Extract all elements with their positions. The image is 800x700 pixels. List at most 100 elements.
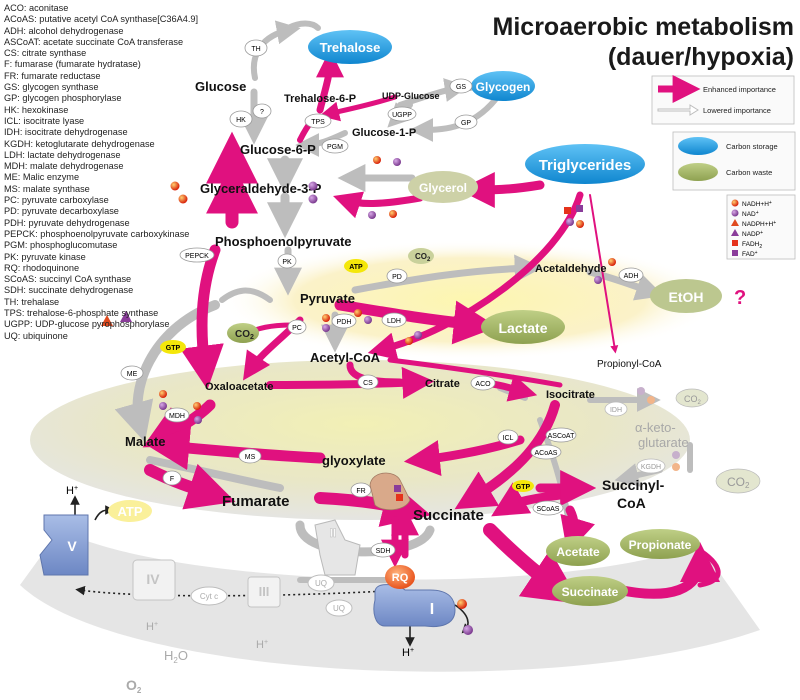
abbreviation-item: F: fumarase (fumarate hydratase): [4, 59, 141, 70]
nadh-sphere: [322, 314, 330, 322]
glycogen-oval: [471, 71, 535, 101]
svg-text:HK: HK: [236, 117, 246, 124]
nadh-sphere: [170, 181, 180, 191]
legend-lowered-label: Lowered importance: [703, 106, 771, 115]
gtp-pepck-badge: [160, 340, 186, 354]
uq-label-2: UQ: [333, 604, 345, 613]
complex-iii-shape: [247, 576, 281, 608]
svg-text:TH: TH: [251, 46, 260, 53]
h-plus-iii: H+: [256, 639, 268, 651]
isocitrate-label: Isocitrate: [546, 389, 595, 401]
legend-nadph-label: NADPH+H+: [742, 220, 776, 228]
enzyme-fr: FR: [350, 482, 372, 498]
udp-glucose-label: UDP-Glucose: [382, 91, 440, 101]
triglycerides-oval: [525, 144, 645, 184]
svg-text:ADH: ADH: [624, 273, 639, 280]
enzyme-aco: ACO: [470, 375, 496, 391]
abbreviation-item: ACO: aconitase: [4, 3, 69, 13]
trehalose-label: Trehalose: [320, 40, 381, 55]
legend-glyphs: Enhanced importance Lowered importance C…: [651, 75, 796, 260]
citrate-label: Citrate: [425, 378, 460, 390]
cofactor-spheres: [101, 156, 680, 635]
complex-v: V: [39, 514, 89, 576]
complex-ii-shape: [314, 519, 361, 576]
complex-i-label: I: [430, 601, 434, 618]
glycogen-label: Glycogen: [476, 80, 531, 94]
nadh-sphere: [672, 463, 680, 471]
svg-text:PGM: PGM: [327, 144, 343, 151]
enzyme-pepck: PEPCK: [179, 247, 215, 263]
enzyme-acoas: ACoAS: [530, 444, 562, 460]
nad-sphere: [194, 416, 202, 424]
arrow-pyruvate-lactate: [334, 299, 498, 345]
nadh-sphere: [457, 599, 467, 609]
abbreviation-item: SDH: succinate dehydrogenase: [4, 285, 134, 296]
svg-text:KGDH: KGDH: [641, 464, 661, 471]
abbreviation-item: MDH: malate dehydrogenase: [4, 161, 124, 172]
svg-text:PC: PC: [292, 325, 302, 332]
nadh-sphere: [193, 402, 201, 410]
svg-text:ME: ME: [127, 371, 138, 378]
abbreviation-item: PEPCK: phosphoenolpyruvate carboxykinase: [4, 228, 190, 239]
abbreviation-item: MS: malate synthase: [4, 183, 90, 194]
nad-sphere: [393, 158, 401, 166]
svg-text:MS: MS: [245, 454, 256, 461]
h-plus-i: H+: [402, 647, 414, 659]
svg-text:F: F: [170, 476, 174, 483]
succinylcoa-label-2: CoA: [617, 495, 646, 511]
enzyme-ms: MS: [238, 448, 262, 464]
arrow-succinylcoa-acetate: [560, 505, 595, 554]
enzyme-pdh: PDH: [331, 313, 357, 329]
svg-text:PEPCK: PEPCK: [185, 253, 209, 260]
abbreviation-item: ASCoAT: acetate succinate CoA transferas…: [4, 36, 184, 47]
enzyme-pc: PC: [287, 319, 307, 335]
abbreviation-item: PGM: phosphoglucomutase: [4, 240, 118, 251]
legend-storage-oval: [678, 137, 718, 155]
atp-pk-badge: [344, 259, 368, 273]
diagram-title: Microaerobic metabolism (dauer/hypoxia): [464, 12, 794, 72]
etoh-question: ?: [734, 287, 746, 309]
pyruvate-label: Pyruvate: [300, 291, 355, 306]
rq-label: RQ: [392, 572, 409, 584]
abbreviation-item: ME: Malic enzyme: [4, 172, 80, 183]
enzyme-badges: TH HK ? TPS PGM UGPP GS GP PEPCK PK PD A…: [120, 39, 666, 558]
complex-ii-label: II: [330, 526, 337, 540]
akg-label-2: glutarate: [638, 435, 689, 450]
arrow-pepck-oxaloacetate: [180, 244, 224, 390]
pep-label: Phosphoenolpyruvate: [215, 234, 352, 249]
nad-sphere: [672, 451, 680, 459]
svg-text:MDH: MDH: [169, 413, 185, 420]
fadh-square: [564, 207, 571, 214]
abbreviation-item: IDH: isocitrate dehydrogenase: [4, 127, 128, 138]
arrow-acetylcoa-right: [387, 357, 563, 388]
abbreviation-item: UGPP: UDP-glucose pyrophosphorylase: [4, 319, 170, 330]
legend-nadh-label: NADH+H+: [742, 200, 772, 208]
co2-pd-label: CO2: [415, 252, 431, 263]
nad-sphere: [368, 211, 376, 219]
abbreviation-item: GP: glycogen phosphorylase: [4, 93, 122, 104]
arrow-electron-return: [75, 585, 401, 597]
enzyme-icl: ICL: [497, 429, 519, 445]
lactate-oval: [481, 310, 565, 344]
svg-text:GP: GP: [461, 120, 471, 127]
glyoxylate-label: glyoxylate: [322, 453, 386, 468]
enzyme-adh: ADH: [618, 267, 644, 283]
complex-v-label: V: [67, 538, 77, 554]
nadh-sphere: [178, 194, 188, 204]
legend-nadh-sphere: [731, 199, 739, 207]
abbreviation-item: PK: pyruvate kinase: [4, 251, 86, 262]
cytc-label: Cyt c: [200, 592, 218, 601]
arrow-acetaldehyde-etoh: [586, 268, 664, 301]
nad-sphere: [308, 181, 318, 191]
nad-sphere: [463, 625, 473, 635]
svg-text:TPS: TPS: [311, 119, 325, 126]
abbreviation-item: RQ: rhodoquinone: [4, 262, 80, 273]
abbreviation-item: ADH: alcohol dehydrogenase: [4, 25, 124, 36]
nadh-sphere: [159, 390, 167, 398]
complex-iii: III: [247, 576, 281, 608]
co2-badges: CO2 CO2 CO2 CO2: [227, 248, 761, 494]
arrow-sdh-ring: [295, 520, 435, 557]
trehalose6p-label: Trehalose-6-P: [284, 93, 356, 105]
enzyme-sdh: SDH: [370, 542, 396, 558]
svg-text:IDH: IDH: [610, 407, 622, 414]
